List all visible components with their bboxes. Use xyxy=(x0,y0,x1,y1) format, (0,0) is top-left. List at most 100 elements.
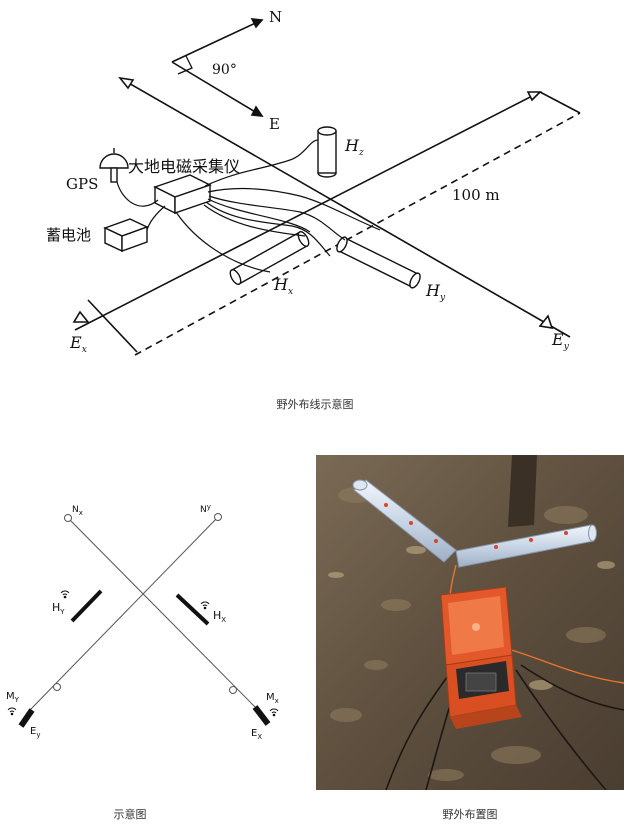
ex-schematic-label: EX xyxy=(251,728,262,741)
hx-label-sub: x xyxy=(287,287,294,297)
field-photo-illustration xyxy=(316,455,624,790)
hz-label: Hz xyxy=(345,136,364,158)
ex-schem-sub: X xyxy=(257,733,263,741)
ex-schem-main: E xyxy=(251,728,258,739)
distance-label: 100 m xyxy=(452,186,500,204)
mx-label-sub: x xyxy=(274,697,279,705)
hz-cable xyxy=(204,139,319,187)
my-label: MY xyxy=(6,691,19,704)
ey-bottom-flag xyxy=(538,314,554,330)
ey-dipole-line xyxy=(72,91,542,331)
gps-cable xyxy=(116,181,159,207)
north-label: N xyxy=(269,8,283,26)
hx-wifi-icon xyxy=(200,601,210,610)
schematic-sensors xyxy=(18,589,271,728)
ey-schem-sub: y xyxy=(36,731,41,739)
nx-electrode xyxy=(64,514,72,522)
battery-label: 蓄电池 xyxy=(46,226,92,244)
hy-schematic-label: HY xyxy=(52,601,65,616)
angle-label: 90° xyxy=(212,62,237,78)
ny-electrode xyxy=(214,513,222,521)
ey-end-connector xyxy=(539,91,581,114)
instrument-label: 大地电磁采集仪 xyxy=(128,157,241,176)
ex-label: Ex xyxy=(70,333,87,355)
hy-label-main: H xyxy=(426,281,440,300)
right-angle-mark xyxy=(177,55,193,75)
ey-label: Ey xyxy=(552,330,569,352)
hx-magnetometer-icon xyxy=(229,231,310,285)
hz-magnetometer-icon xyxy=(317,126,337,178)
nx-label: Nx xyxy=(72,505,83,517)
hy-sensor-bar xyxy=(70,589,103,623)
north-arrowhead xyxy=(250,18,264,29)
hx-schematic-label: HX xyxy=(213,609,226,624)
field-photo xyxy=(316,455,624,790)
east-arrowhead xyxy=(250,105,264,117)
schematic-caption: 示意图 xyxy=(113,808,147,821)
hy-schem-sub: Y xyxy=(60,608,65,616)
hy-magnetometer-icon xyxy=(336,236,421,289)
ex-dipole-line xyxy=(118,76,571,338)
my-label-sub: Y xyxy=(14,696,19,704)
compass-rose xyxy=(171,18,264,117)
ey-label-sub: y xyxy=(563,342,569,352)
ey-top-flag xyxy=(526,91,542,102)
gps-label: GPS xyxy=(66,175,99,193)
east-arrow-line xyxy=(171,61,263,117)
cable-d xyxy=(175,211,271,273)
hx-sensor-bar xyxy=(175,593,210,626)
mx-label-main: M xyxy=(266,692,275,703)
hz-label-main: H xyxy=(345,136,359,155)
mx-electrode xyxy=(229,686,237,694)
gps-antenna-icon xyxy=(99,148,129,183)
hy-schem-main: H xyxy=(52,601,61,614)
sunlit-spots xyxy=(328,546,615,690)
ex-electrode-bar xyxy=(252,705,271,726)
wifi-icons xyxy=(7,590,279,717)
cable-c xyxy=(203,204,306,237)
mx-wifi-icon xyxy=(269,708,279,717)
top-caption: 野外布线示意图 xyxy=(276,398,354,411)
my-label-main: M xyxy=(6,691,15,702)
photo-magnetometer-pipes xyxy=(352,479,597,568)
ny-label-sub: y xyxy=(206,503,211,511)
ex-bottom-flag xyxy=(72,310,90,323)
ey-schem-main: E xyxy=(30,726,37,737)
photo-instrument-case xyxy=(440,586,522,729)
ex-label-main: E xyxy=(70,333,82,352)
schematic-diagram xyxy=(29,513,263,715)
tree-trunk xyxy=(508,455,537,527)
y-dipole-line xyxy=(29,516,219,711)
x-dipole-line xyxy=(67,517,263,715)
cable-a xyxy=(207,188,381,231)
hy-label-sub: y xyxy=(439,293,446,303)
hx-schem-sub: X xyxy=(221,616,227,624)
my-wifi-icon xyxy=(7,707,17,716)
hy-wifi-icon xyxy=(60,590,70,599)
north-arrow-line xyxy=(171,19,263,63)
cable-b xyxy=(205,201,331,257)
battery-icon xyxy=(103,218,149,253)
ex-label-sub: x xyxy=(81,345,87,355)
ex-end-connector xyxy=(87,299,138,353)
hy-cable xyxy=(208,195,346,241)
ny-label-main: N xyxy=(200,505,207,515)
leaf-patches xyxy=(330,487,606,781)
nx-label-sub: x xyxy=(78,509,83,517)
east-label: E xyxy=(269,115,280,133)
hx-cable xyxy=(207,198,311,233)
ey-label-main: E xyxy=(552,330,564,349)
hz-label-sub: z xyxy=(358,148,364,158)
mx-label: Mx xyxy=(266,692,279,705)
pipe-marks xyxy=(384,503,568,549)
ex-top-flag xyxy=(118,76,135,90)
hx-schem-main: H xyxy=(213,609,222,622)
my-electrode xyxy=(53,683,61,691)
ey-schematic-label: Ey xyxy=(30,726,40,739)
hx-label-main: H xyxy=(274,275,288,294)
battery-cable xyxy=(146,205,166,231)
hx-label: Hx xyxy=(274,275,293,297)
hy-label: Hy xyxy=(426,281,445,303)
cables xyxy=(116,139,381,273)
